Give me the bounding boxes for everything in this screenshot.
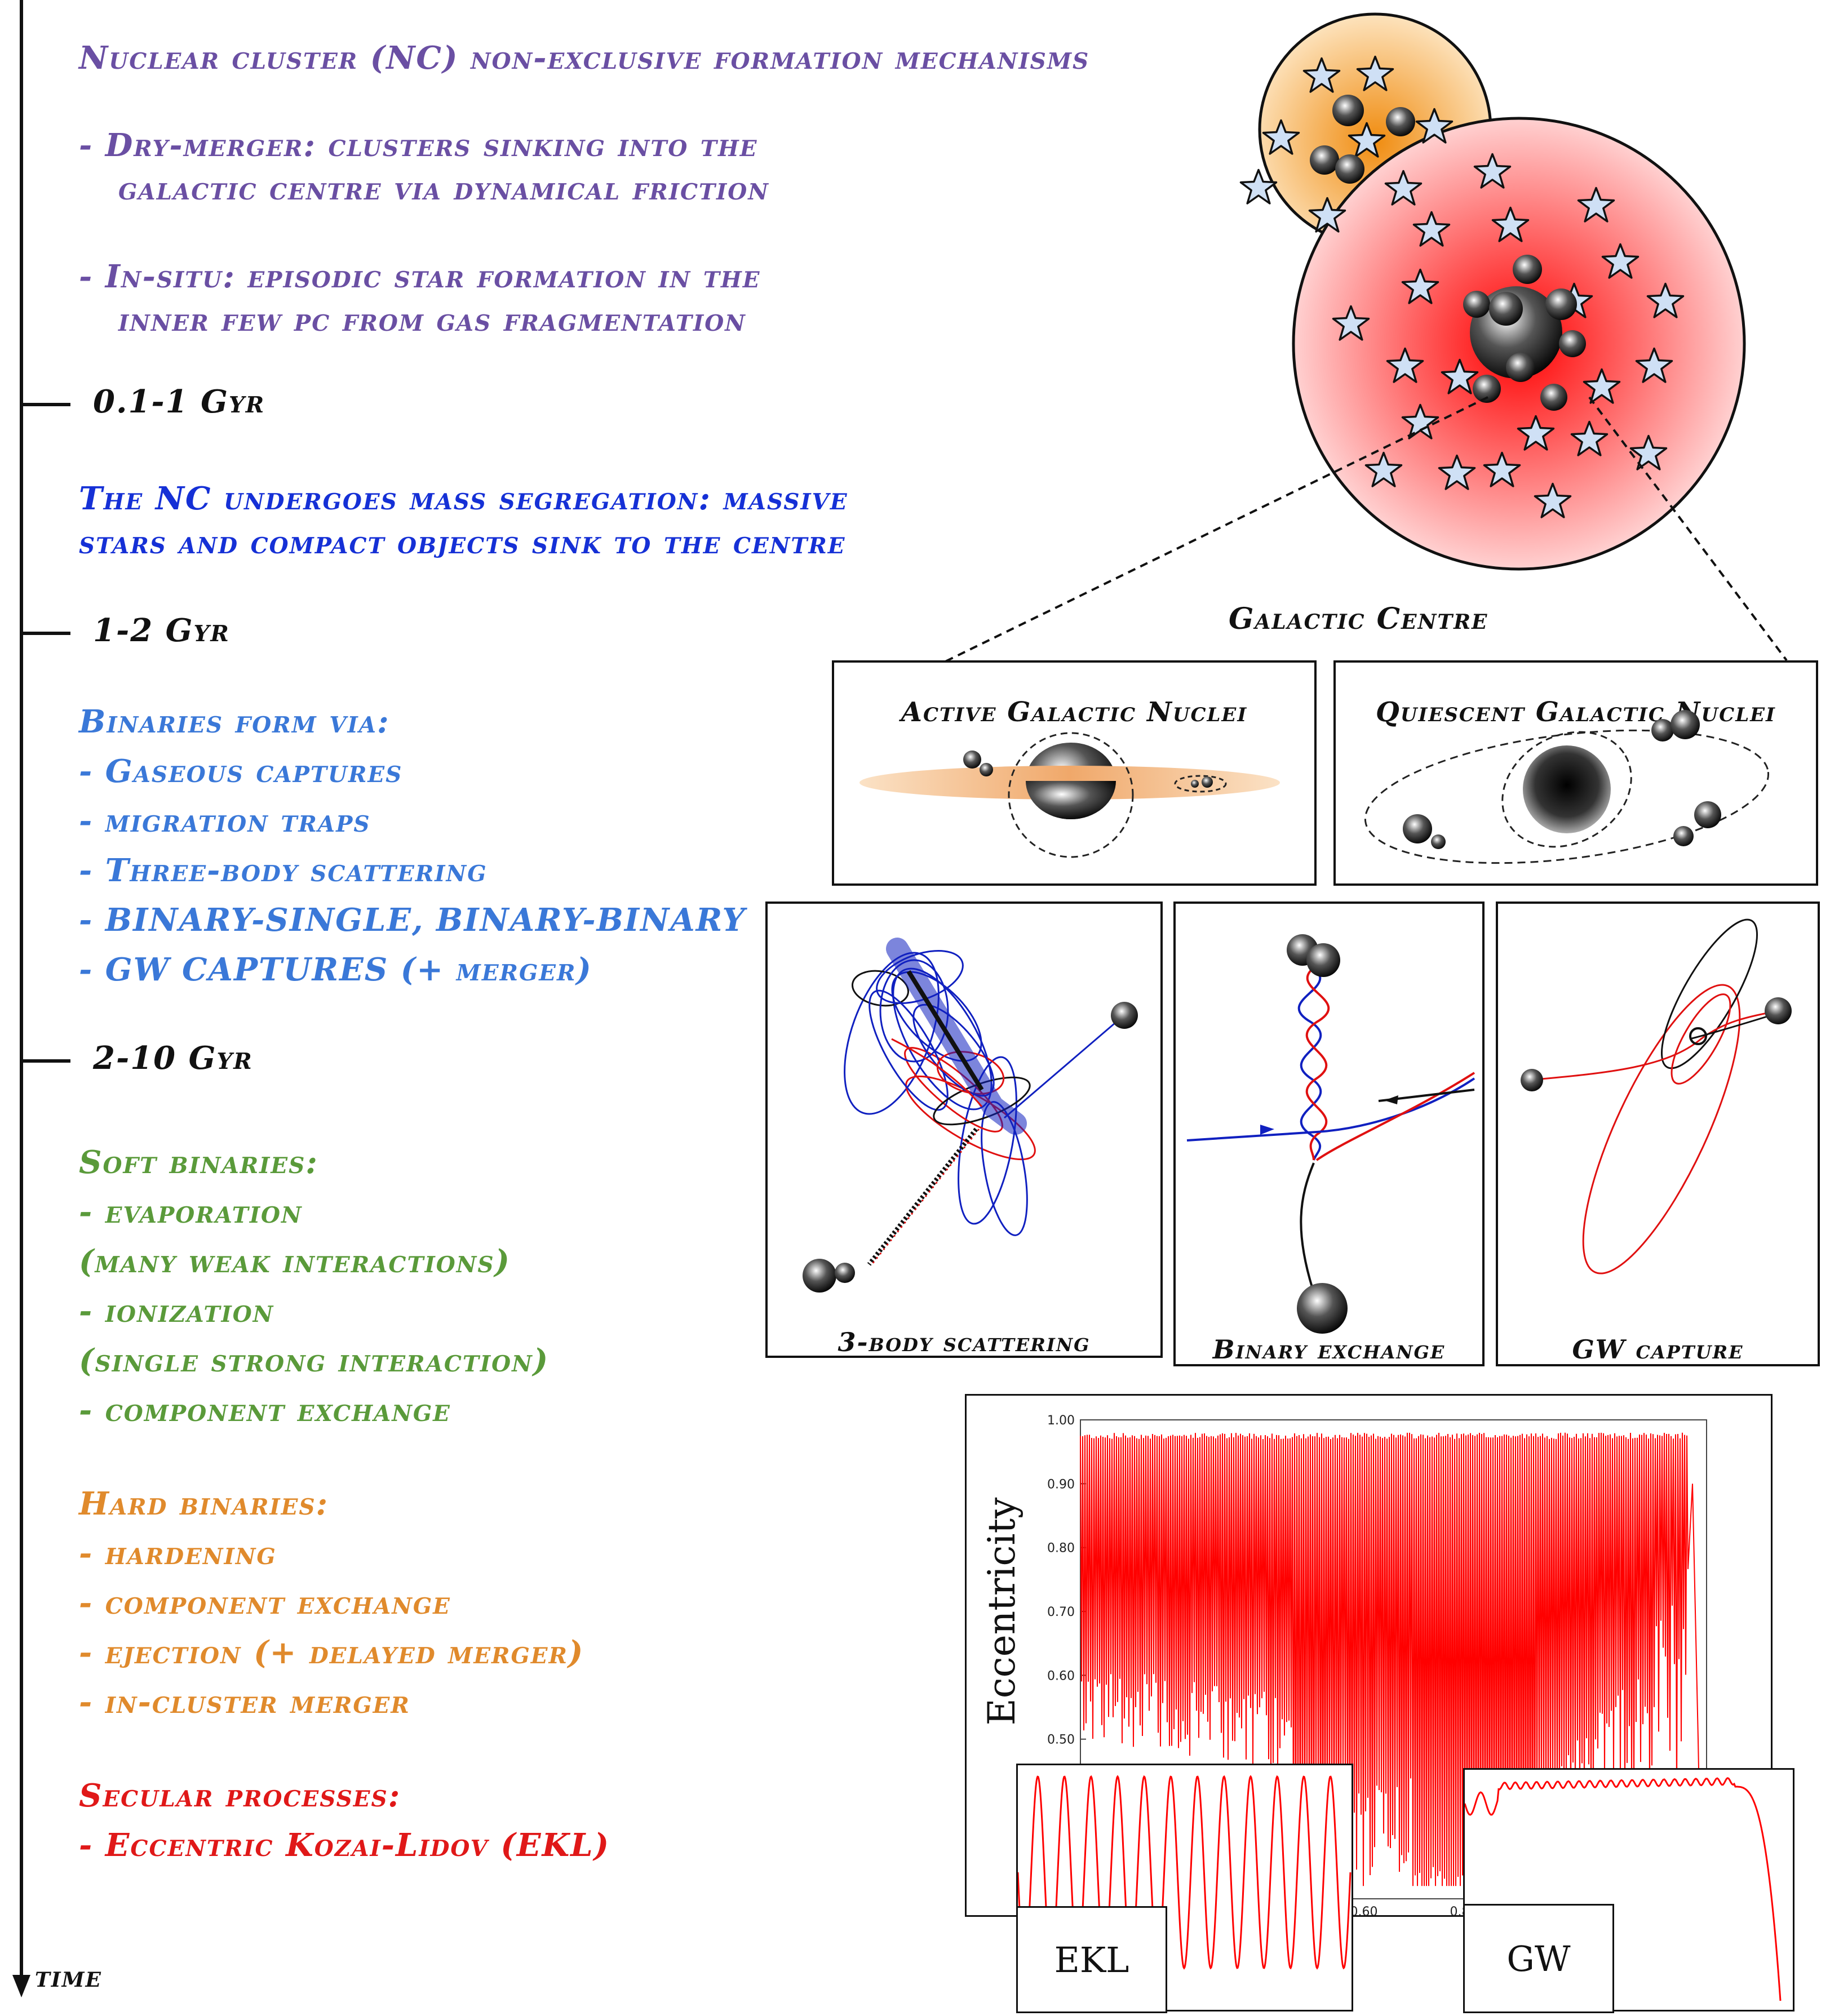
agn-panel: Active Galactic Nuclei: [832, 660, 1317, 886]
hard-binaries-item: - component exchange: [79, 1584, 451, 1622]
y-tick-label: 0.80: [1047, 1542, 1075, 1556]
binaries-item: - Gaseous captures: [79, 753, 403, 790]
qgn-title: Quiescent Galactic Nuclei: [1376, 696, 1776, 728]
dry-merger-line-1: - Dry-merger: clusters sinking into the: [79, 127, 758, 164]
secular-heading: Secular processes:: [79, 1777, 401, 1814]
soft-binaries-item: - evaporation: [79, 1193, 303, 1231]
secular-item: - Eccentric Kozai-Lidov (EKL): [79, 1827, 610, 1864]
timeline-tick-2: 1-2 Gyr: [93, 612, 230, 649]
y-tick-label: 0.70: [1047, 1605, 1075, 1619]
hard-binaries-item: - in-cluster merger: [79, 1684, 410, 1721]
scattering-orbits: [803, 938, 1138, 1293]
exchange-panel: Binary exchange: [1173, 902, 1485, 1366]
ekl-label: EKL: [1016, 1906, 1167, 2013]
gw-inset: GW: [1463, 1768, 1794, 2013]
dry-merger-line-2: galactic centre via dynamical friction: [118, 170, 769, 207]
gw-capture-orbits: [1521, 918, 1792, 1275]
gw-capture-label: GW capture: [1572, 1334, 1744, 1365]
hard-binaries-item: - ejection (+ delayed merger): [79, 1634, 584, 1671]
exchange-orbits: [1186, 934, 1475, 1334]
binaries-item: - Three-body scattering: [79, 852, 488, 889]
hard-binaries-heading: Hard binaries:: [79, 1485, 329, 1522]
binaries-item: - BINARY-SINGLE, BINARY-BINARY: [79, 902, 746, 939]
soft-binaries-item: (single strong interaction): [79, 1342, 550, 1379]
scattering-label: 3-body scattering: [838, 1327, 1091, 1357]
y-tick-label: 0.60: [1047, 1669, 1075, 1683]
formation-title: Nuclear cluster (NC) non-exclusive forma…: [79, 39, 1090, 77]
agn-title: Active Galactic Nuclei: [901, 696, 1248, 728]
insitu-line-2: inner few pc from gas fragmentation: [118, 301, 746, 339]
scattering-panel: 3-body scattering: [765, 902, 1163, 1358]
y-tick-label: 0.90: [1047, 1477, 1075, 1491]
timeline-tick-3: 2-10 Gyr: [93, 1040, 253, 1077]
insitu-line-1: - In-situ: episodic star formation in th…: [79, 258, 761, 295]
qgn-panel: Quiescent Galactic Nuclei: [1333, 660, 1818, 886]
time-axis-label: time: [35, 1960, 102, 1994]
y-tick-label: 0.50: [1047, 1733, 1075, 1747]
qgn-diagram: [1364, 710, 1770, 864]
hard-binaries-item: - hardening: [79, 1535, 277, 1572]
soft-binaries-item: (many weak interactions): [79, 1243, 511, 1280]
eccentricity-series-line: [1080, 1432, 1703, 1950]
gw-capture-panel: GW capture: [1496, 902, 1820, 1366]
binaries-item: - GW CAPTURES (+ merger): [79, 951, 592, 988]
gw-inset-signal: [1465, 1777, 1782, 2001]
gw-label: GW: [1463, 1904, 1614, 2013]
soft-binaries-item: - component exchange: [79, 1392, 451, 1429]
exchange-label: Binary exchange: [1212, 1334, 1446, 1365]
x-tick-label: 0.60: [1350, 1905, 1378, 1919]
y-tick-label: 1.00: [1047, 1414, 1075, 1428]
galactic-centre-label: Galactic Centre: [1229, 602, 1488, 636]
ekl-inset: EKL: [1016, 1764, 1353, 2013]
binaries-heading: Binaries form via:: [79, 703, 390, 740]
timeline-tick-1: 0.1-1 Gyr: [93, 383, 265, 420]
soft-binaries-heading: Soft binaries:: [79, 1144, 318, 1181]
agn-diagram: [859, 732, 1280, 858]
binaries-item: - migration traps: [79, 802, 371, 840]
segregation-line-1: The NC undergoes mass segregation: massi…: [79, 480, 848, 517]
soft-binaries-item: - ionization: [79, 1293, 274, 1330]
segregation-line-2: stars and compact objects sink to the ce…: [79, 524, 846, 561]
y-axis-label: Eccentricity: [980, 1497, 1023, 1725]
